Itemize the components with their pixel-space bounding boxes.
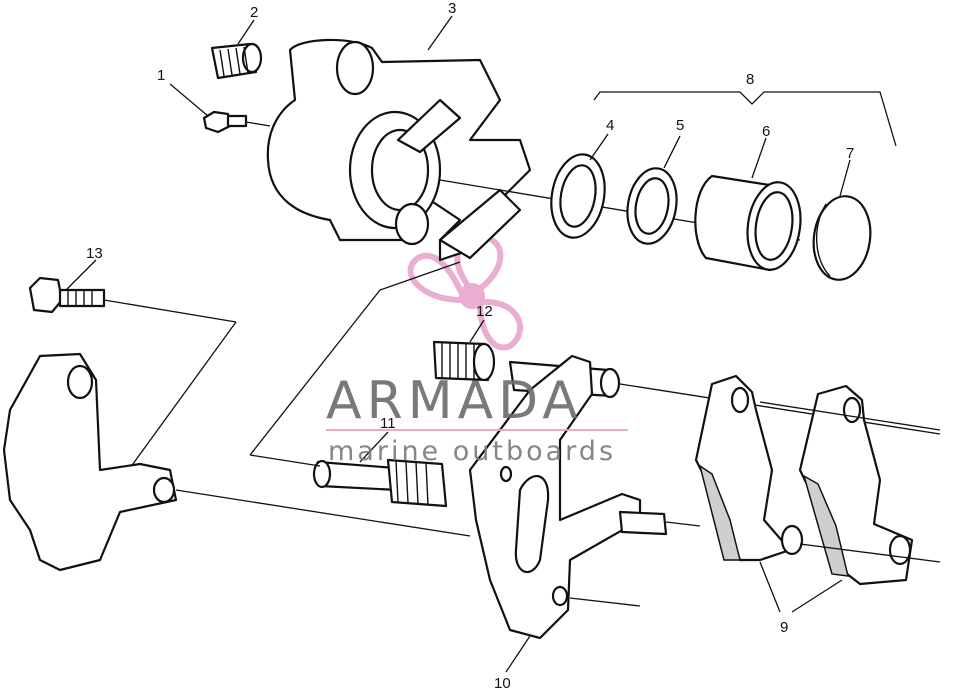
callout-labels: 1 2 3 4 5 6 7 8 9 10 11 12 13 xyxy=(86,0,854,690)
callout-8: 8 xyxy=(746,71,754,88)
caliper-bracket xyxy=(249,261,701,640)
callout-4: 4 xyxy=(606,117,614,134)
callout-2: 2 xyxy=(250,4,258,21)
dust-seal xyxy=(626,167,678,245)
callout-13: 13 xyxy=(86,245,103,262)
piston-cap xyxy=(812,195,872,281)
leader-lines xyxy=(65,15,851,673)
mounting-bolt xyxy=(28,276,237,469)
watermark-tagline: marine outboards xyxy=(328,436,616,467)
callout-6: 6 xyxy=(762,123,770,140)
brake-pads xyxy=(694,374,941,586)
callout-9: 9 xyxy=(780,619,788,636)
caliper-body xyxy=(266,38,532,262)
watermark-brand: ARMADA xyxy=(326,371,583,431)
callout-1: 1 xyxy=(157,67,165,84)
mounting-bracket xyxy=(2,352,471,572)
piston-seal xyxy=(550,153,606,239)
piston xyxy=(694,174,802,272)
watermark-text: ARMADA marine outboards xyxy=(326,371,628,467)
callout-5: 5 xyxy=(676,117,684,134)
callout-10: 10 xyxy=(494,675,511,690)
bleeder-screw xyxy=(202,110,271,134)
callout-11: 11 xyxy=(380,415,396,432)
watermark-propeller-logo xyxy=(407,233,523,351)
group-bracket-8 xyxy=(593,91,897,147)
slide-pin xyxy=(249,454,448,508)
callout-7: 7 xyxy=(846,145,854,162)
threaded-plug xyxy=(210,42,263,80)
callout-12: 12 xyxy=(476,303,493,320)
callout-3: 3 xyxy=(448,0,456,17)
